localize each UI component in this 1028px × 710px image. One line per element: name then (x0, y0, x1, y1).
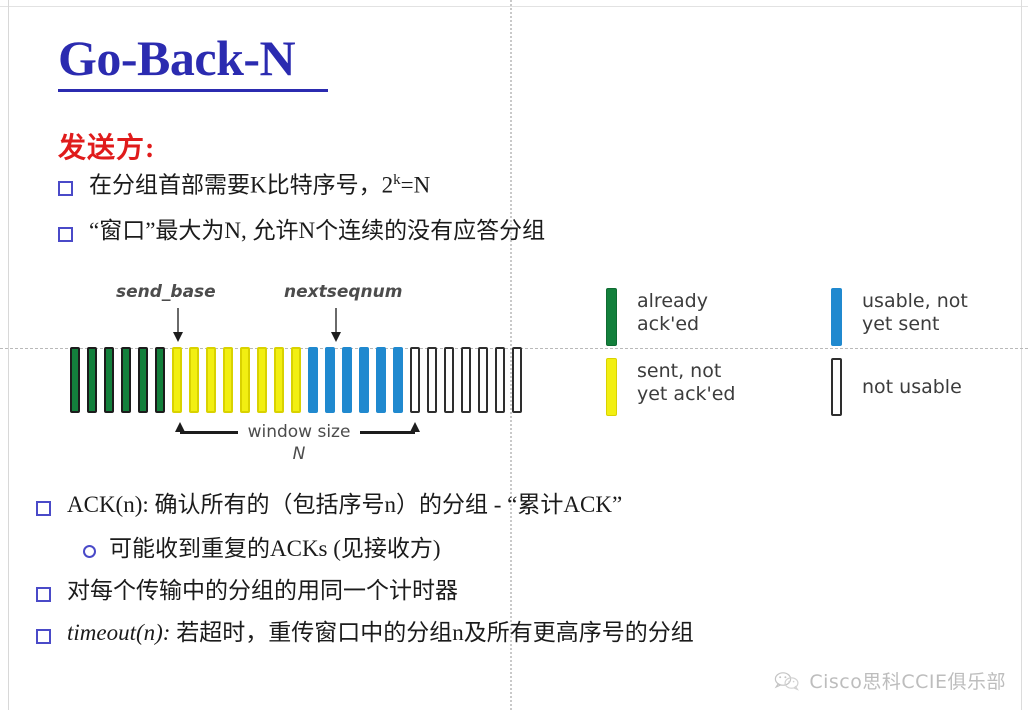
legend-label-usable-not-sent: usable, not yet sent (862, 290, 968, 336)
sequence-bar-blue (376, 347, 386, 413)
legend-swatch-yellow-icon (606, 358, 617, 416)
page-edge-left (8, 0, 9, 710)
sequence-bar-yellow (257, 347, 267, 413)
window-right-arrow-icon (410, 422, 420, 432)
sequence-bar-yellow (291, 347, 301, 413)
sequence-bar-yellow (172, 347, 182, 413)
vertical-guide-line (510, 0, 512, 710)
sequence-bar-yellow (189, 347, 199, 413)
bullet-item-2: “窗口”最大为N, 允许N个连续的没有应答分组 (58, 218, 545, 244)
gbn-sequence-number-diagram: send_base nextseqnum window size N (62, 282, 562, 482)
bullet-item-5: 对每个传输中的分组的用同一个计时器 (36, 578, 458, 604)
legend: already ack'ed sent, not yet ack'ed usab… (606, 288, 1018, 416)
sequence-bar-blue (325, 347, 335, 413)
bullet-text-2: “窗口”最大为N, 允许N个连续的没有应答分组 (89, 218, 546, 243)
sequence-bar-green (121, 347, 131, 413)
sequence-bar-yellow (274, 347, 284, 413)
window-left-arrow-icon (175, 422, 185, 432)
sequence-bar-yellow (240, 347, 250, 413)
sequence-bar-yellow (223, 347, 233, 413)
label-nextseqnum: nextseqnum (284, 282, 403, 302)
watermark: Cisco思科CCIE俱乐部 (774, 667, 1006, 694)
wechat-icon (774, 671, 800, 691)
sequence-bar-strip (70, 344, 529, 416)
legend-swatch-green-icon (606, 288, 617, 346)
legend-label-already-acked: already ack'ed (637, 290, 708, 336)
legend-swatch-blue-icon (831, 288, 842, 346)
legend-label-sent-not-acked: sent, not yet ack'ed (637, 360, 736, 406)
bullet-item-6: timeout(n): 若超时，重传窗口中的分组n及所有更高序号的分组 (36, 620, 694, 646)
label-send-base: send_base (116, 282, 216, 302)
sequence-bar-green (87, 347, 97, 413)
sequence-bar-blue (342, 347, 352, 413)
sequence-bar-white (461, 347, 471, 413)
square-bullet-icon (58, 181, 73, 196)
square-bullet-icon (58, 227, 73, 242)
sequence-bar-white (512, 347, 522, 413)
bullet-text-4: 可能收到重复的ACKs (见接收方) (109, 536, 441, 561)
sequence-bar-white (427, 347, 437, 413)
bullet-item-1: 在分组首部需要K比特序号，2k=N (58, 172, 430, 199)
watermark-text: Cisco思科CCIE俱乐部 (809, 671, 1006, 693)
window-size-bracket: window size N (175, 422, 420, 466)
bullet-item-4-sub: 可能收到重复的ACKs (见接收方) (83, 536, 441, 562)
legend-label-not-usable: not usable (862, 376, 962, 398)
title-underline (58, 89, 328, 92)
window-size-label: window size (247, 422, 351, 442)
bullet-text-5: 对每个传输中的分组的用同一个计时器 (67, 578, 458, 603)
page-title: Go-Back-N (58, 30, 296, 86)
window-left-rule (180, 431, 238, 434)
square-bullet-icon (36, 629, 51, 644)
sequence-bar-blue (393, 347, 403, 413)
section-heading-sender: 发送方: (58, 133, 156, 164)
page-edge-top (0, 6, 1028, 7)
sequence-bar-green (104, 347, 114, 413)
sequence-bar-white (410, 347, 420, 413)
bullet-text-6: timeout(n): 若超时，重传窗口中的分组n及所有更高序号的分组 (67, 620, 694, 645)
square-bullet-icon (36, 501, 51, 516)
legend-item-not-usable: not usable (831, 358, 962, 416)
legend-item-sent-not-acked: sent, not yet ack'ed (606, 358, 736, 416)
sequence-bar-white (495, 347, 505, 413)
sequence-bar-blue (308, 347, 318, 413)
page-edge-right (1021, 0, 1022, 710)
bullet-text-3: ACK(n): 确认所有的（包括序号n）的分组 - “累计ACK” (67, 492, 623, 517)
circle-bullet-icon (83, 545, 96, 558)
bullet-item-3: ACK(n): 确认所有的（包括序号n）的分组 - “累计ACK” (36, 492, 622, 518)
sequence-bar-yellow (206, 347, 216, 413)
legend-item-usable-not-sent: usable, not yet sent (831, 288, 968, 346)
sequence-bar-green (138, 347, 148, 413)
sequence-bar-white (478, 347, 488, 413)
sequence-bar-green (155, 347, 165, 413)
square-bullet-icon (36, 587, 51, 602)
bullet-text-1: 在分组首部需要K比特序号，2k=N (89, 172, 431, 198)
sequence-bar-blue (359, 347, 369, 413)
window-right-rule (360, 431, 415, 434)
window-size-n: N (292, 444, 306, 464)
sequence-bar-white (444, 347, 454, 413)
legend-swatch-white-icon (831, 358, 842, 416)
legend-item-already-acked: already ack'ed (606, 288, 708, 346)
sequence-bar-green (70, 347, 80, 413)
